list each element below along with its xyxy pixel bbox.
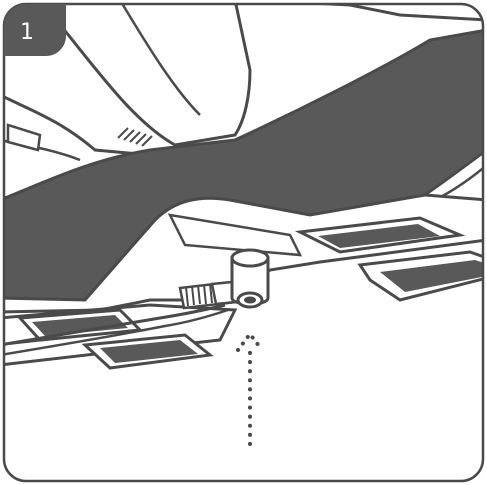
top-cushion-outline	[40, 0, 250, 145]
step-number: 1	[20, 20, 34, 45]
port-cylinder	[232, 250, 268, 307]
cable-connector-icon	[180, 282, 236, 308]
device-illustration	[0, 0, 487, 368]
dotted-arrow-up-icon	[238, 334, 262, 444]
vent-slits	[118, 128, 152, 146]
step-badge: 1	[4, 4, 66, 56]
left-small-block	[8, 125, 40, 150]
